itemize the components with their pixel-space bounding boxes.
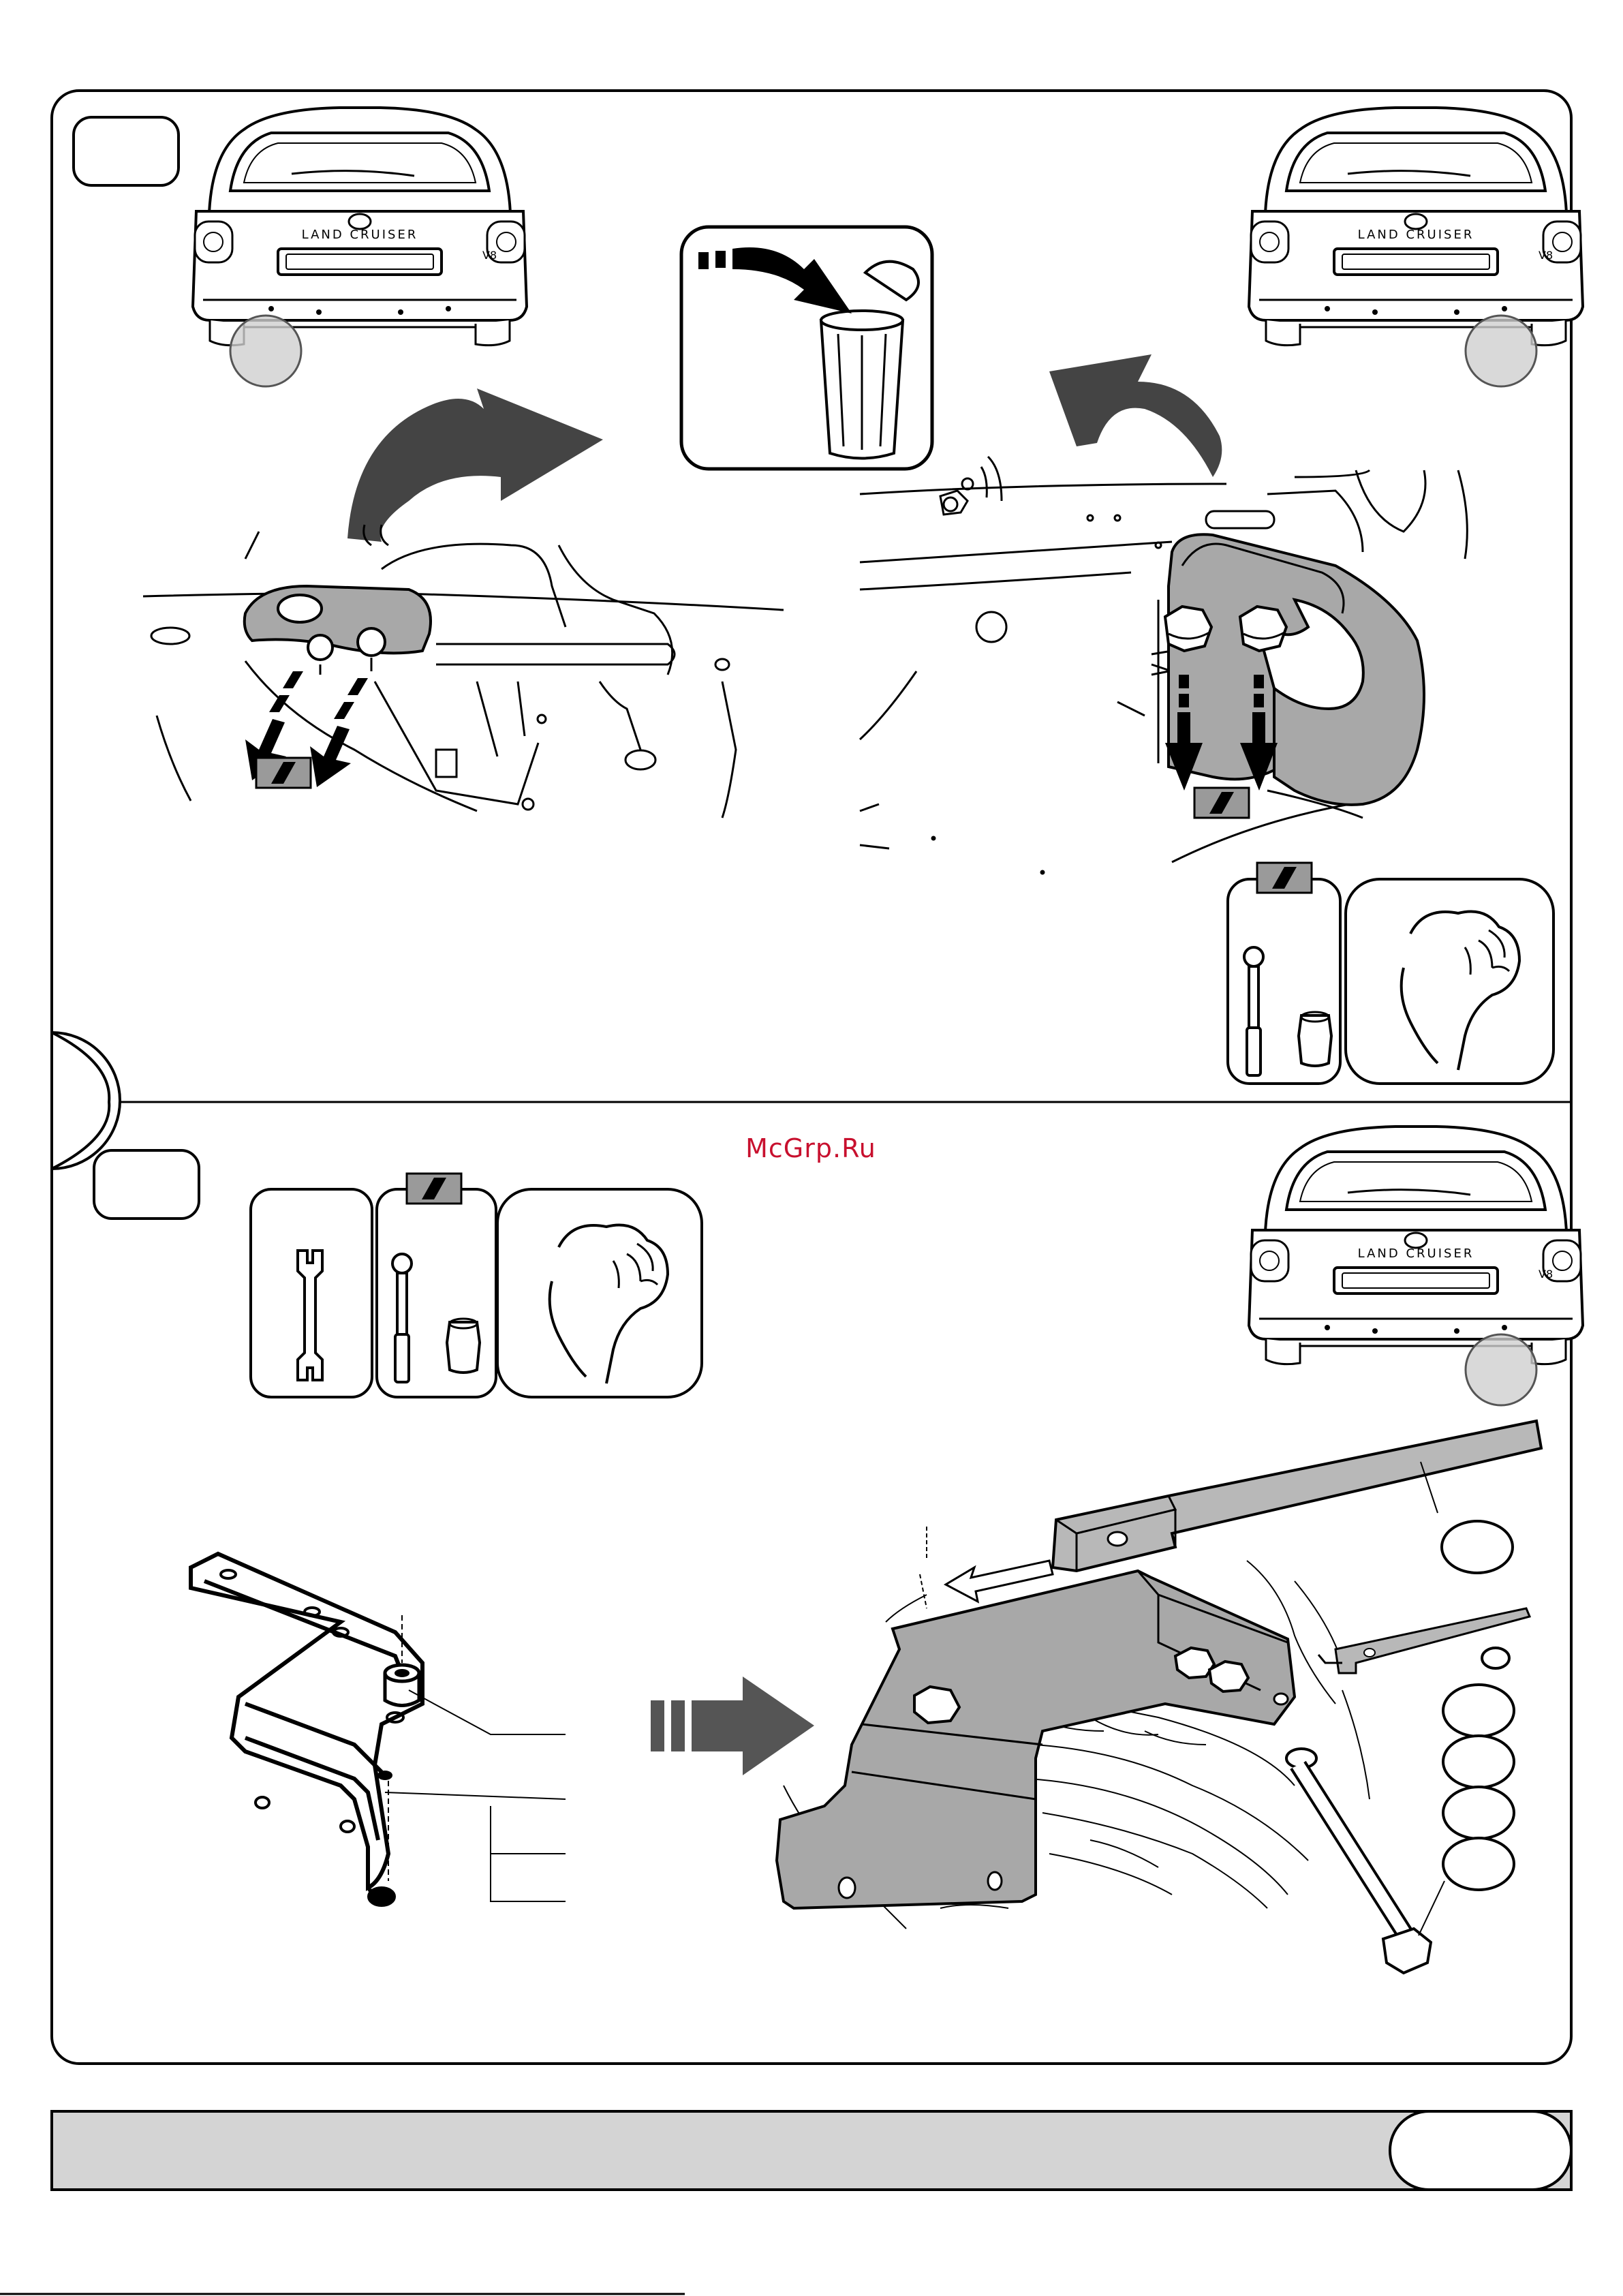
tool-badge-icon	[1257, 863, 1312, 893]
callout-circle	[1442, 1521, 1513, 1573]
engine-badge: V8	[1539, 249, 1553, 262]
model-badge: LAND CRUISER	[302, 228, 418, 242]
tool-badge-icon	[407, 1174, 461, 1204]
discard-panel	[681, 227, 932, 469]
long-bolt	[1286, 1749, 1431, 1973]
step-number-box-2	[94, 1150, 199, 1219]
callout-circle	[1482, 1648, 1509, 1668]
engine-badge: V8	[482, 249, 497, 262]
model-badge: LAND CRUISER	[1358, 228, 1474, 242]
callout-circle	[1443, 1787, 1514, 1839]
tow-hook-part	[245, 586, 431, 675]
callout-circle	[1443, 1736, 1514, 1788]
highlight-circle	[1466, 1334, 1536, 1405]
bracket-installation-diagram	[777, 1421, 1541, 1973]
highlight-circle	[1466, 316, 1536, 386]
callout-circle	[1443, 1685, 1514, 1736]
arrow-icon	[347, 388, 603, 542]
arrow-icon	[651, 1677, 814, 1775]
gray-bracket-part	[777, 1571, 1295, 1908]
model-badge: LAND CRUISER	[1358, 1246, 1474, 1261]
hex-bolt	[1175, 1648, 1214, 1678]
footer-bar	[52, 2111, 1571, 2190]
vehicle-rear-view-lower: LAND CRUISER V8	[1249, 1127, 1583, 1405]
tool-badge-icon	[1194, 788, 1249, 818]
hex-bolt	[914, 1687, 959, 1723]
hex-bolt	[1165, 607, 1211, 651]
highlight-circle	[230, 316, 301, 386]
hex-bolt	[1209, 1662, 1248, 1692]
tool-box-hand-1	[1346, 879, 1554, 1084]
part-callouts	[1419, 1462, 1514, 1935]
vehicle-rear-view-left: LAND CRUISER V8	[193, 108, 527, 386]
mounting-bracket-diagram	[191, 1554, 422, 1905]
hex-bolt	[1240, 607, 1286, 651]
watermark: McGrp.Ru	[745, 1133, 876, 1163]
step-number-box-1	[74, 117, 179, 185]
callout-lines	[385, 1690, 566, 1901]
tow-hook-removal-left	[143, 525, 784, 818]
tool-box-hand-2	[497, 1189, 702, 1397]
engine-badge: V8	[1539, 1268, 1553, 1281]
arrow-icon	[1049, 354, 1222, 477]
tool-badge-icon	[256, 758, 311, 788]
vehicle-rear-view-right: LAND CRUISER V8	[1249, 108, 1583, 386]
callout-circle	[1443, 1838, 1514, 1890]
page-number-box	[1390, 2111, 1571, 2190]
